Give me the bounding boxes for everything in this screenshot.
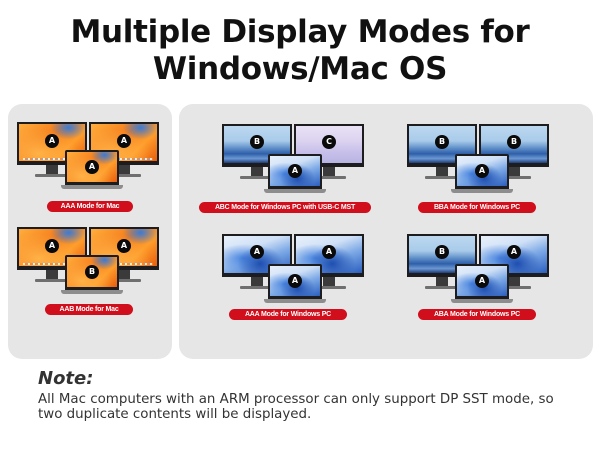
mode-label: ABC Mode for Windows PC with USB-C MST <box>199 202 371 213</box>
laptop: B <box>61 255 123 299</box>
display-badge: A <box>45 238 59 253</box>
mode-label: AAA Mode for Windows PC <box>229 309 347 320</box>
right-monitor: A <box>294 234 364 292</box>
left-monitor: A <box>17 122 87 180</box>
display-badge: A <box>475 164 489 178</box>
mode-label: ABA Mode for Windows PC <box>418 309 536 320</box>
left-monitor: B <box>222 124 292 182</box>
display-badge: A <box>250 244 264 259</box>
right-monitor: A <box>479 234 549 292</box>
display-badge: B <box>507 134 521 149</box>
display-badge: B <box>435 134 449 149</box>
display-badge: A <box>117 238 131 253</box>
left-monitor: A <box>17 227 87 285</box>
laptop: A <box>451 154 513 198</box>
mode-label: BBA Mode for Windows PC <box>418 202 536 213</box>
page-title: Multiple Display Modes for Windows/Mac O… <box>0 14 600 88</box>
display-badge: A <box>85 160 99 174</box>
display-badge: A <box>475 274 489 288</box>
mode-abc-windows: B C A <box>222 124 372 224</box>
mode-aaa-windows: A A A <box>222 234 372 334</box>
left-monitor: A <box>222 234 292 292</box>
windows-modes-panel: B C A ABC Mode for Windows PC with USB-C… <box>179 104 593 359</box>
display-badge: C <box>322 134 336 149</box>
mac-modes-panel: A A A AAA Mode for Mac A A B <box>8 104 172 359</box>
note-text: All Mac computers with an ARM processor … <box>38 392 554 422</box>
display-badge: A <box>288 164 302 178</box>
mode-aab-mac: A A B <box>17 227 167 327</box>
laptop: A <box>451 264 513 308</box>
right-monitor: B <box>479 124 549 182</box>
display-badge: A <box>45 133 59 148</box>
title-line-1: Multiple Display Modes for <box>70 14 530 50</box>
mode-label: AAB Mode for Mac <box>45 304 133 315</box>
mode-aaa-mac: A A A <box>17 122 167 222</box>
laptop: A <box>264 264 326 308</box>
display-badge: B <box>85 265 99 279</box>
display-badge: A <box>117 133 131 148</box>
display-badge: B <box>435 244 449 259</box>
note-heading: Note: <box>38 368 94 389</box>
mode-label: AAA Mode for Mac <box>47 201 133 212</box>
laptop: A <box>264 154 326 198</box>
laptop: A <box>61 150 123 194</box>
mode-bba-windows: B B A <box>407 124 557 224</box>
display-badge: A <box>322 244 336 259</box>
title-line-2: Windows/Mac OS <box>152 51 448 87</box>
display-badge: A <box>507 244 521 259</box>
display-badge: B <box>250 134 264 149</box>
display-badge: A <box>288 274 302 288</box>
mode-aba-windows: B A A <box>407 234 557 334</box>
